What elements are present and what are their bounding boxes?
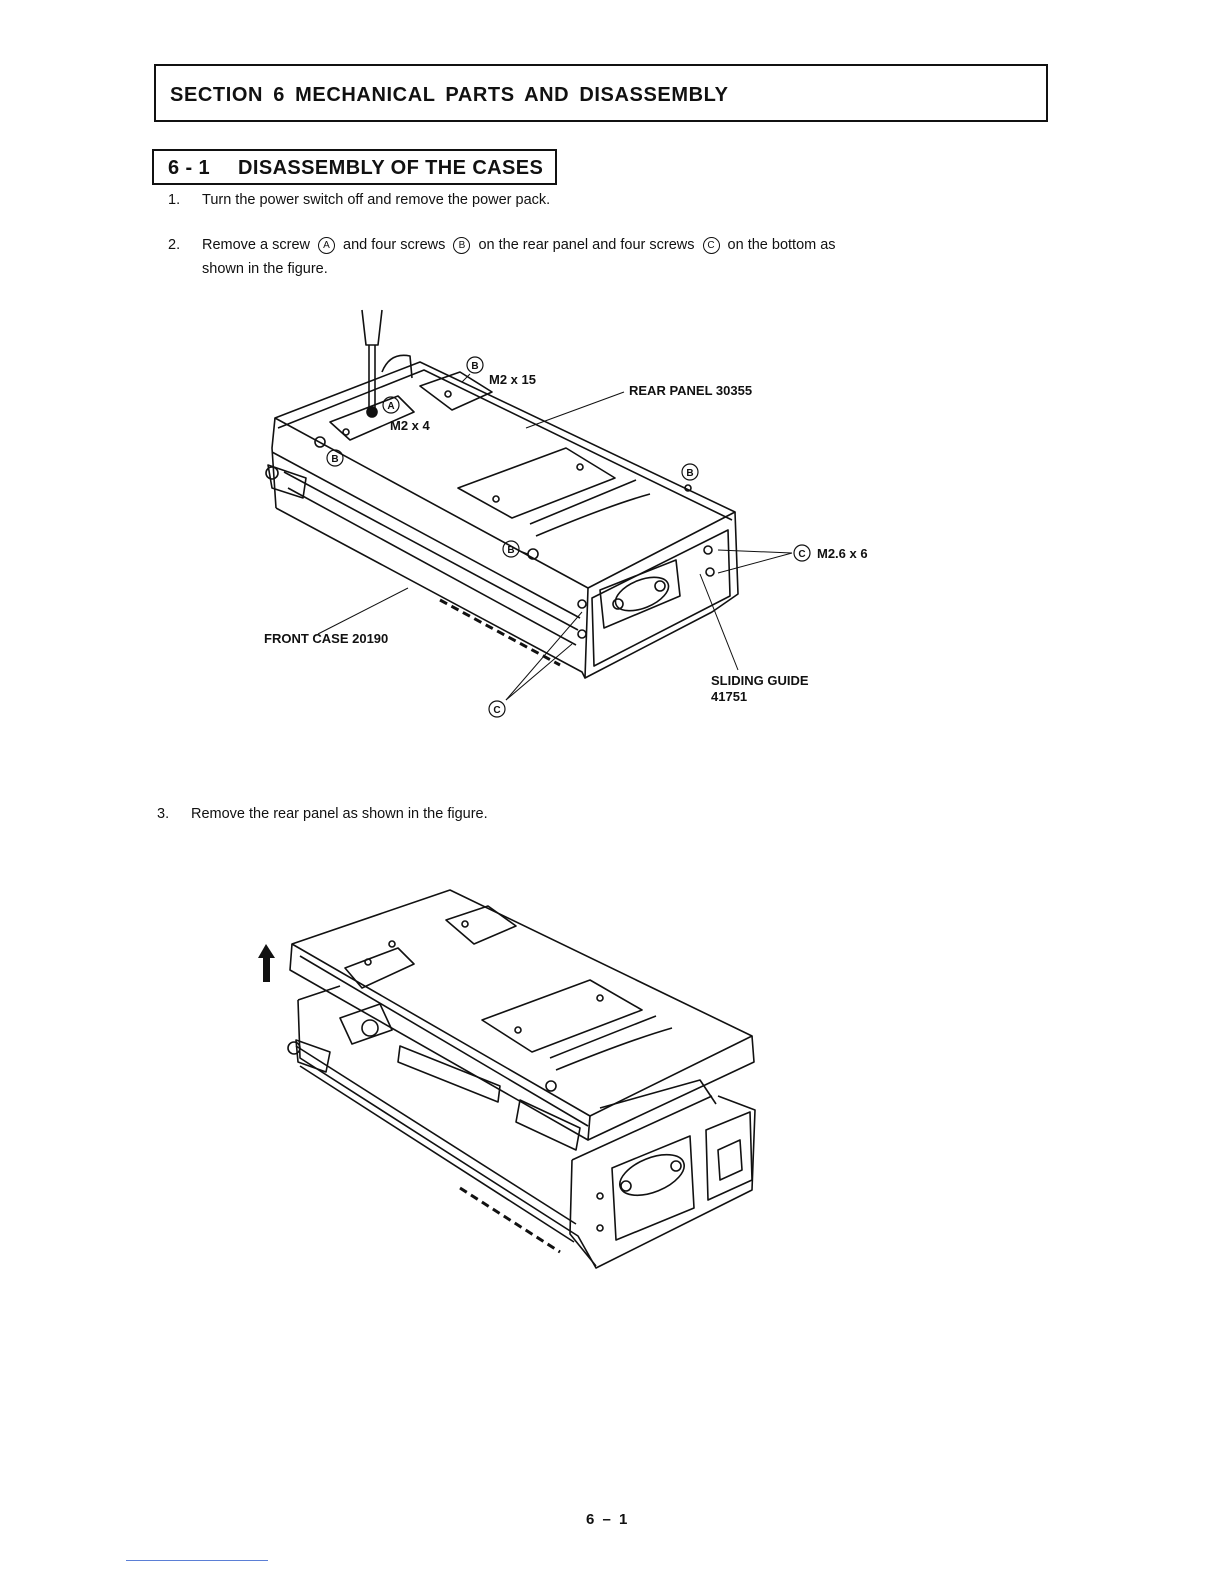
label-rear-panel: REAR PANEL 30355	[629, 383, 752, 398]
subsection-number: 6 - 1	[168, 157, 211, 179]
label-a: A	[387, 401, 394, 412]
label-c-bottom: C	[493, 705, 500, 716]
step-text-part: and four screws	[343, 237, 446, 253]
step-number: 2.	[168, 237, 181, 253]
footer-divider	[126, 1560, 268, 1561]
label-sliding-guide: SLIDING GUIDE	[711, 673, 809, 688]
subsection-header-box: 6 - 1 DISASSEMBLY OF THE CASES	[152, 149, 557, 185]
screw-marker-b: B	[453, 237, 471, 254]
step-number: 3.	[157, 806, 170, 822]
section-title: SECTION 6 MECHANICAL PARTS AND DISASSEMB…	[170, 84, 729, 106]
plate-top	[419, 371, 493, 411]
subsection-title: 6 - 1 DISASSEMBLY OF THE CASES	[168, 157, 543, 180]
screwdriver-handle-icon	[361, 309, 383, 346]
step-text: Turn the power switch off and remove the…	[202, 192, 551, 208]
label-c-size: M2.6 x 6	[817, 546, 868, 561]
label-c-right: C	[798, 549, 805, 560]
label-sliding-guide-number: 41751	[711, 689, 747, 704]
up-arrow-icon	[258, 944, 275, 982]
page-number: 6 – 1	[586, 1511, 630, 1528]
screw-marker-a: A	[318, 237, 336, 254]
step-text-part: Remove a screw	[202, 237, 310, 253]
label-front-case: FRONT CASE 20190	[264, 631, 388, 646]
step-text-line1: Remove a screw A and four screws B on th…	[202, 234, 836, 257]
section-header-box: SECTION 6 MECHANICAL PARTS AND DISASSEMB…	[154, 64, 1048, 122]
step-text-part: on the bottom as	[727, 237, 836, 253]
step-2: 2. Remove a screw A and four screws B on…	[168, 234, 968, 284]
label-b-left: B	[331, 454, 338, 465]
screw-marker-c: C	[702, 237, 720, 254]
step-text-part: on the rear panel and four screws	[478, 237, 695, 253]
label-b-top: B	[471, 361, 478, 372]
label-a-size: M2 x 4	[390, 418, 431, 433]
step-text-line2: shown in the figure.	[202, 261, 328, 277]
step-number: 1.	[168, 192, 181, 208]
label-b-front: B	[507, 545, 514, 556]
label-b-right: B	[686, 468, 693, 479]
center-window	[457, 447, 616, 519]
subsection-title-text: DISASSEMBLY OF THE CASES	[238, 157, 544, 179]
figure-rear-panel-removal	[258, 889, 756, 1269]
sliding-guide	[599, 559, 681, 629]
step-text: Remove the rear panel as shown in the fi…	[191, 806, 488, 822]
figure-case-screw-locations: B A B B B C C M2 x 15 M2 x 4 REAR PANEL …	[264, 309, 868, 718]
label-b-size: M2 x 15	[489, 372, 536, 387]
